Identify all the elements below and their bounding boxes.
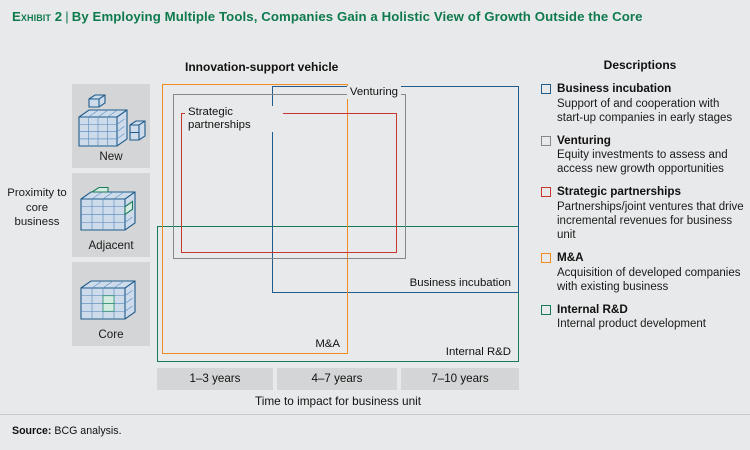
- source-text: BCG analysis.: [54, 425, 122, 437]
- page-title: Exhibit 2|By Employing Multiple Tools, C…: [12, 8, 727, 25]
- exhibit-title-text: By Employing Multiple Tools, Companies G…: [71, 9, 643, 24]
- legend-item-name: Business incubation: [557, 82, 672, 95]
- legend-item-description: Partnerships/joint ventures that drive i…: [557, 200, 744, 241]
- legend-item-name: Venturing: [557, 133, 611, 147]
- diagram-box-business-incubation: Business incubation: [272, 86, 519, 293]
- proximity-axis-label: Proximity to core business: [7, 187, 67, 229]
- legend-swatch-icon: [541, 135, 551, 146]
- legend-swatch-icon: [541, 84, 551, 94]
- title-separator: |: [65, 9, 69, 24]
- legend-item: Strategic partnerships Partnerships/join…: [541, 185, 747, 242]
- legend-item: Business incubation Support of and coope…: [541, 82, 747, 125]
- source-note: Source: BCG analysis.: [12, 425, 122, 437]
- diagram-box-mna: M&A: [162, 84, 348, 354]
- time-band-1: 1–3 years: [157, 368, 273, 390]
- time-band-2: 4–7 years: [277, 368, 397, 390]
- legend-item: Internal R&D Internal product developmen…: [541, 303, 747, 332]
- legend-item-description: Acquisition of developed companies with …: [557, 266, 741, 293]
- time-axis-label: Time to impact for business unit: [254, 394, 422, 408]
- proximity-tier-label: Adjacent: [88, 239, 134, 252]
- legend-swatch-icon: [541, 252, 551, 263]
- innovation-support-vehicle-heading: Innovation-support vehicle: [185, 60, 339, 74]
- legend-item-name: M&A: [557, 250, 584, 264]
- descriptions-title: Descriptions: [603, 58, 677, 72]
- diagram-box-label: Strategic partnerships: [185, 106, 283, 133]
- proximity-tier-label: Core: [98, 328, 124, 341]
- legend-item-description: Internal product development: [557, 318, 706, 331]
- diagram-box-venturing: Venturing: [173, 86, 406, 259]
- proximity-tier-adjacent: Adjacent: [72, 173, 150, 257]
- legend-item: M&A Acquisition of developed companies w…: [541, 251, 747, 294]
- proximity-tier-core: Core: [72, 262, 150, 346]
- footer-divider: [0, 414, 750, 415]
- cube-adjacent-icon: [80, 186, 136, 231]
- cube-core-icon: [80, 280, 136, 320]
- diagram-box-strategic-partnerships: Strategic partnerships: [181, 106, 397, 253]
- legend-item: Venturing Equity investments to assess a…: [541, 134, 747, 177]
- diagram-box-label: M&A: [312, 337, 343, 351]
- legend-item-name: Strategic partnerships: [557, 185, 682, 199]
- proximity-tier-label: New: [99, 150, 123, 163]
- exhibit-header: Exhibit 2|By Employing Multiple Tools, C…: [0, 0, 750, 52]
- time-band-3: 7–10 years: [401, 368, 519, 390]
- source-label: Source:: [12, 425, 52, 437]
- legend-item-description: Equity investments to assess and access …: [557, 149, 728, 176]
- exhibit-number: Exhibit 2: [12, 9, 63, 24]
- descriptions-legend: Business incubation Support of and coope…: [541, 82, 747, 340]
- legend-swatch-icon: [541, 304, 551, 315]
- legend-item-description: Support of and cooperation with start-up…: [557, 97, 733, 124]
- legend-item-name: Internal R&D: [557, 302, 628, 316]
- legend-swatch-icon: [541, 187, 551, 198]
- cube-detached-icon: [78, 94, 146, 147]
- diagram-box-internal-rnd: Internal R&D: [157, 226, 519, 362]
- diagram-box-label: Venturing: [346, 86, 401, 100]
- proximity-tier-new: New: [72, 84, 150, 168]
- diagram-box-label: Internal R&D: [442, 345, 514, 359]
- diagram-box-label: Business incubation: [406, 276, 514, 290]
